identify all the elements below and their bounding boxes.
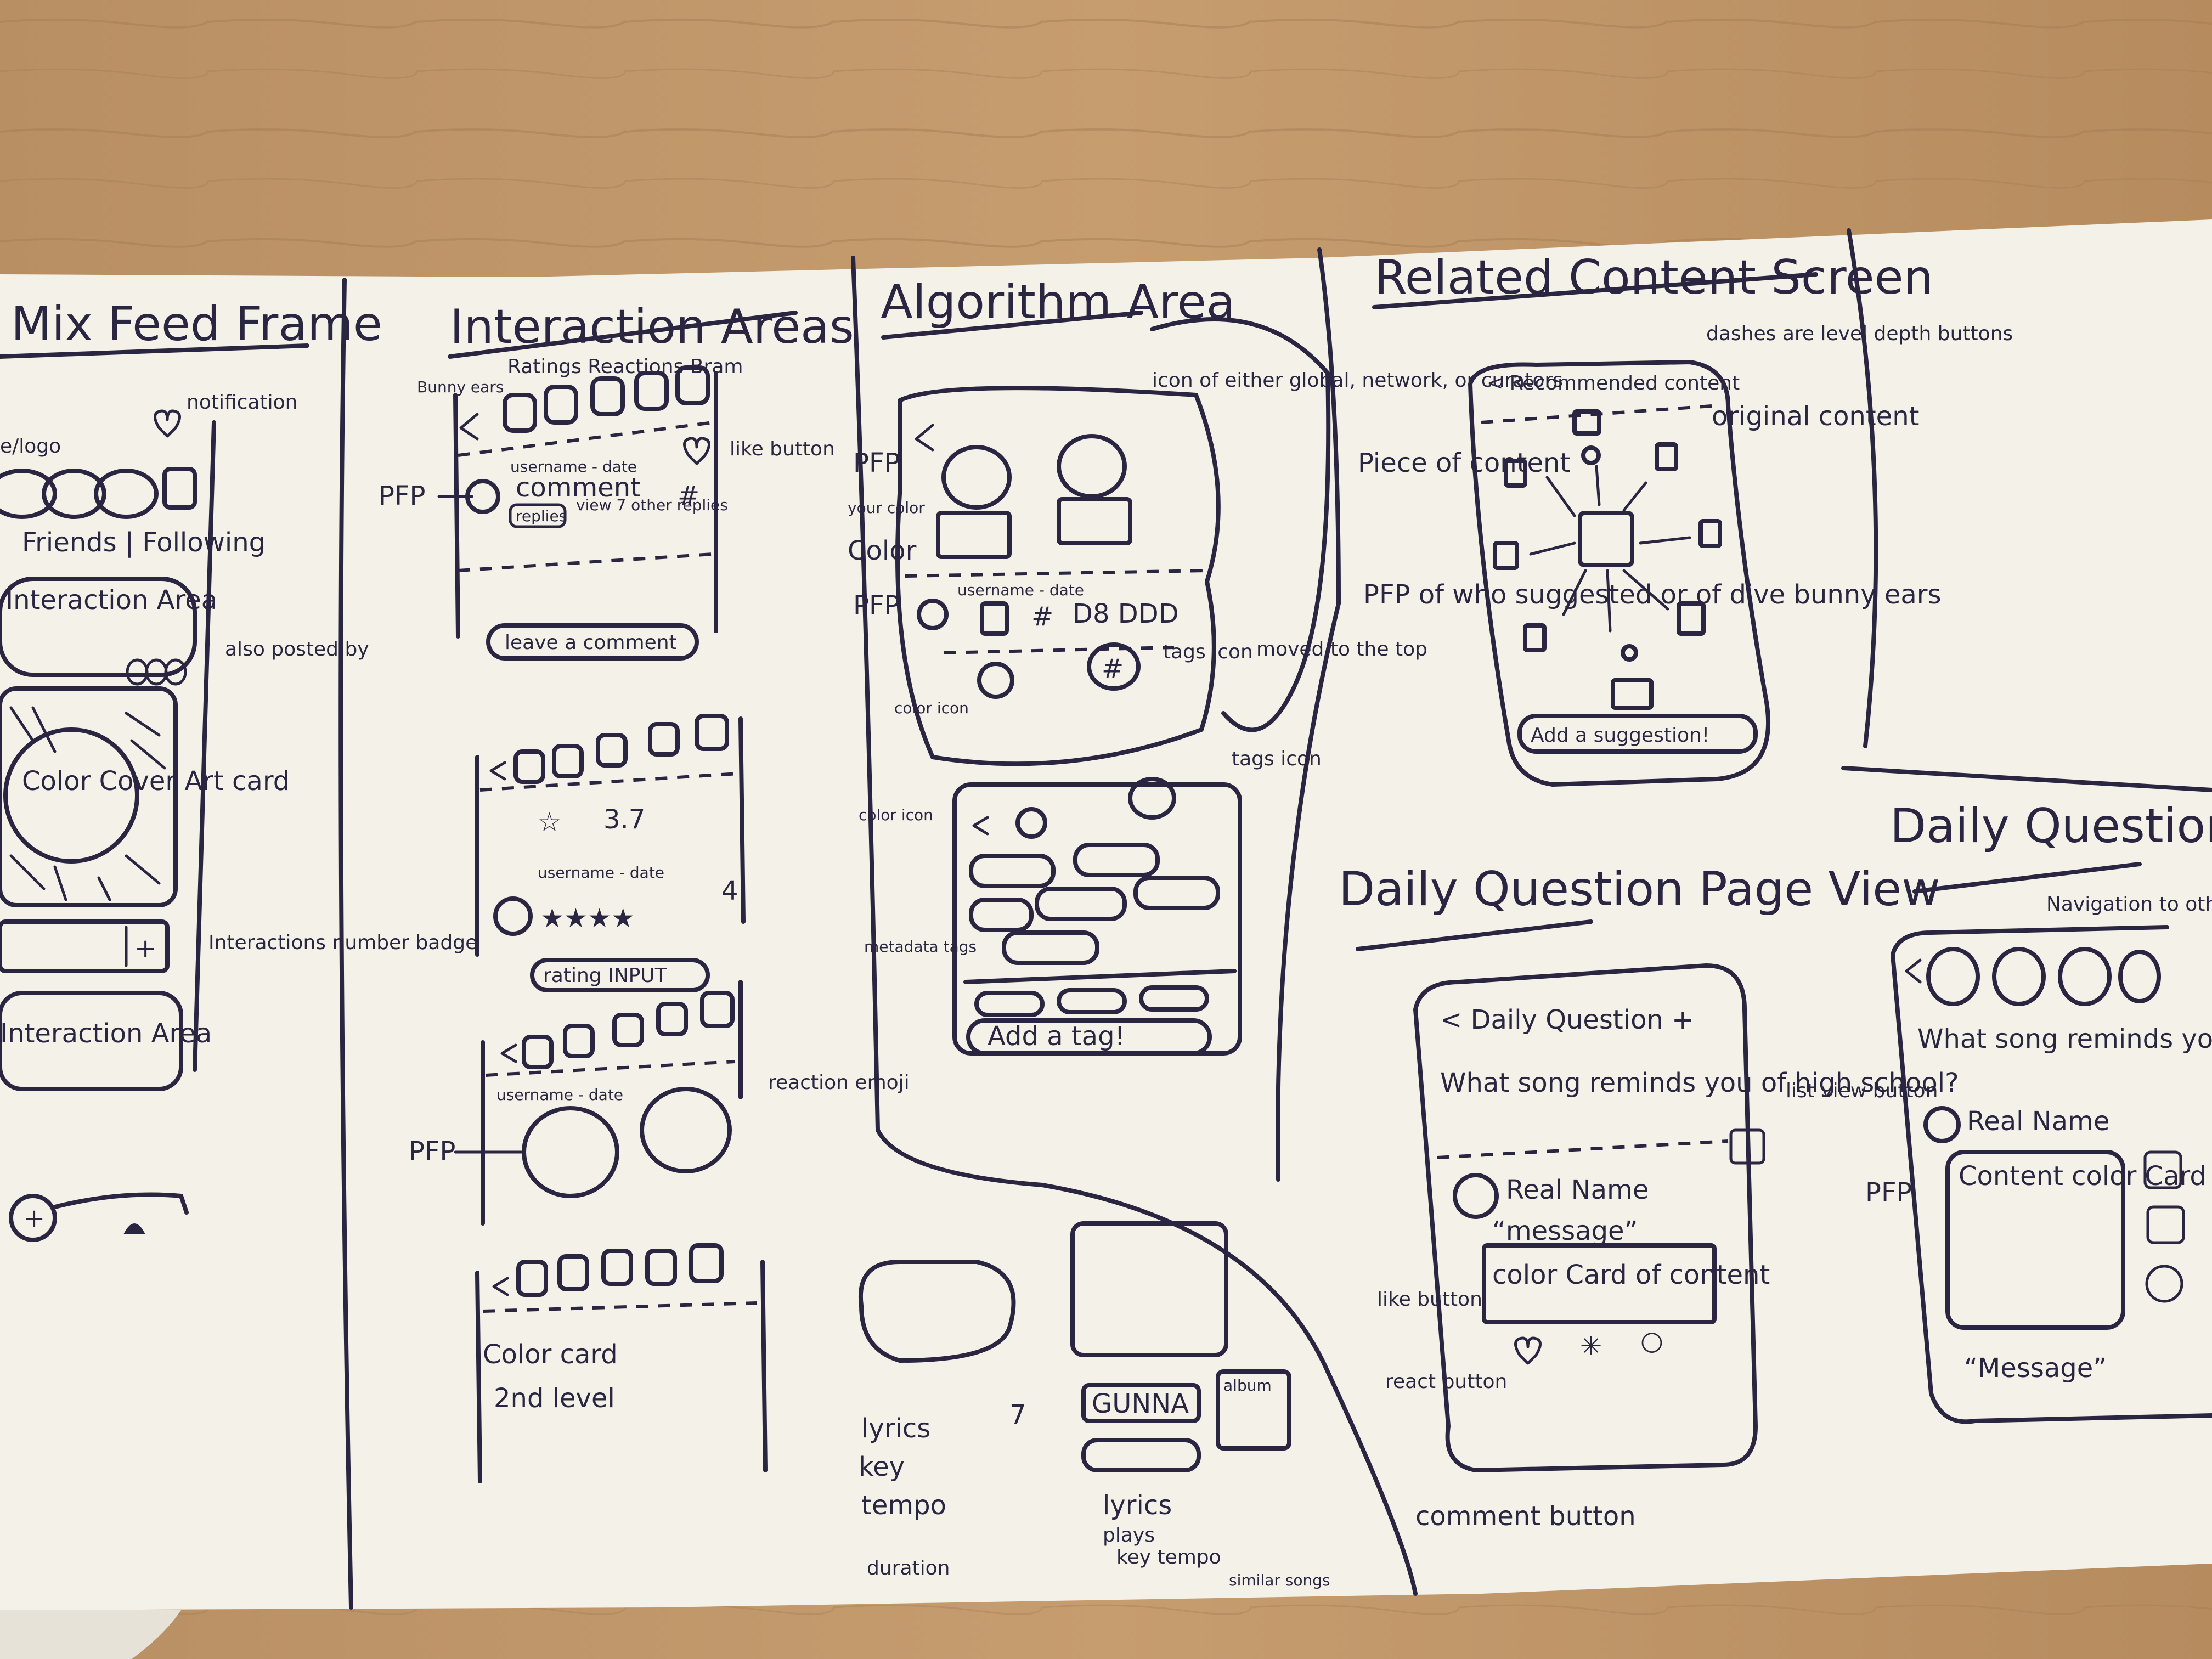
mix-feed-title: Mix Feed Frame: [11, 297, 382, 352]
algorithm-hashtag-icon[interactable]: #: [1031, 601, 1053, 632]
algorithm-reaction-row: D8 DDD: [1073, 599, 1179, 629]
story-pfp-label: PFP: [1865, 1177, 1912, 1208]
list-view-label: list view button: [1786, 1080, 1938, 1102]
rating-meta: username - date: [538, 864, 664, 882]
album-label: album: [1223, 1376, 1272, 1395]
algorithm-pfp2-label: PFP: [853, 590, 900, 621]
similar-songs-label: similar songs: [1229, 1571, 1330, 1589]
view-other-label: view 7 other replies: [576, 496, 728, 514]
rating-score: 4: [721, 876, 738, 906]
bottom-nav-plus-glyph: +: [23, 1203, 45, 1234]
rating-stars: ★★★★: [540, 903, 635, 934]
rating-input-label: rating INPUT: [543, 964, 668, 987]
like-button-label: like button: [730, 438, 835, 460]
color-icon2-label: color icon: [859, 806, 933, 824]
add-tag-label: Add a tag!: [988, 1021, 1125, 1052]
replies-label: replies: [516, 507, 567, 525]
algorithm-pfp-label: PFP: [853, 448, 900, 478]
interaction-area-label: Interaction Area: [5, 585, 217, 616]
metadata-tags-label: metadata tags: [864, 938, 977, 956]
tags-icon-label: tags icon: [1163, 641, 1253, 663]
plays-label: plays: [1103, 1524, 1155, 1547]
daily-question-name: Real Name: [1506, 1175, 1649, 1205]
color-card-label: Color card: [483, 1339, 618, 1370]
comment-button-label: comment button: [1415, 1501, 1636, 1532]
bunny-ears-label: Bunny ears: [417, 378, 504, 396]
plus-icon[interactable]: +: [134, 933, 156, 964]
hashtag-icon[interactable]: #: [678, 481, 699, 511]
rating-value: 3.7: [603, 804, 645, 835]
artist-label: GUNNA: [1092, 1389, 1189, 1419]
key-label: key: [859, 1452, 905, 1482]
duration-label: duration: [867, 1557, 950, 1579]
recommended-header: < Recommended content: [1487, 372, 1740, 394]
daily-question-story-title: Daily Question Story View: [1890, 799, 2212, 854]
related-content-title: Related Content Screen: [1374, 250, 1933, 305]
key-tempo-label: key tempo: [1116, 1546, 1221, 1568]
also-posted-label: also posted by: [225, 638, 369, 661]
daily-question-message: “message”: [1492, 1216, 1638, 1246]
like-button-label: like button: [1377, 1288, 1482, 1311]
notification-label: notification: [187, 391, 297, 414]
cover-art-label: Color Cover Art card: [22, 766, 290, 797]
second-level-label: 2nd level: [494, 1383, 615, 1414]
algorithm-tags-glyph: #: [1102, 653, 1124, 684]
color-icon-label: color icon: [894, 699, 969, 717]
dashes-note: dashes are level depth buttons: [1706, 323, 2013, 345]
daily-question-card-label: color Card of content: [1492, 1260, 1770, 1290]
leave-comment-label: leave a comment: [505, 631, 677, 654]
interaction-areas-title: Interaction Areas: [450, 300, 854, 354]
original-content-label: original content: [1712, 401, 1919, 432]
moved-to-top-label: moved to the top: [1256, 638, 1427, 661]
react-button-icon[interactable]: ✳: [1580, 1331, 1602, 1362]
lyrics2-label: lyrics: [1103, 1490, 1172, 1521]
your-color-label: your color: [848, 499, 925, 517]
react-button-label: react button: [1385, 1370, 1507, 1393]
pfp-suggested-label: PFP of who suggested or of dive bunny ea…: [1363, 579, 1942, 610]
tempo-label: tempo: [861, 1490, 946, 1521]
daily-question-page-title: Daily Question Page View: [1339, 862, 1940, 917]
daily-question-header: < Daily Question +: [1440, 1005, 1694, 1035]
story-nav-note: Navigation to other res: [2046, 893, 2212, 916]
interactions-badge-label: Interactions number badge: [208, 932, 477, 954]
piece-of-content-label: Piece of content: [1358, 448, 1570, 478]
tags-icon2-label: tags icon: [1232, 748, 1322, 770]
duration-value: 7: [1009, 1400, 1026, 1430]
add-suggestion-label: Add a suggestion!: [1531, 724, 1709, 747]
lyrics-label: lyrics: [861, 1413, 930, 1444]
logo-label: e/logo: [0, 435, 61, 458]
pfp-reaction-label: PFP: [409, 1136, 456, 1167]
pfp-label: PFP: [379, 481, 426, 511]
feed-tabs[interactable]: Friends | Following: [22, 527, 266, 558]
story-message: “Message”: [1964, 1353, 2107, 1384]
story-question: What song reminds you of high school?: [1917, 1024, 2212, 1054]
reaction-meta: username - date: [496, 1086, 623, 1104]
algorithm-user-date: username - date: [957, 581, 1084, 599]
color-label: Color: [848, 535, 917, 566]
reaction-emoji-label: reaction emoji: [768, 1071, 910, 1094]
rating-star-icon: ☆: [538, 807, 561, 838]
story-name: Real Name: [1967, 1106, 2109, 1137]
comment-button-icon[interactable]: ○: [1640, 1325, 1663, 1356]
bottom-interaction-label: Interaction Area: [0, 1018, 212, 1049]
